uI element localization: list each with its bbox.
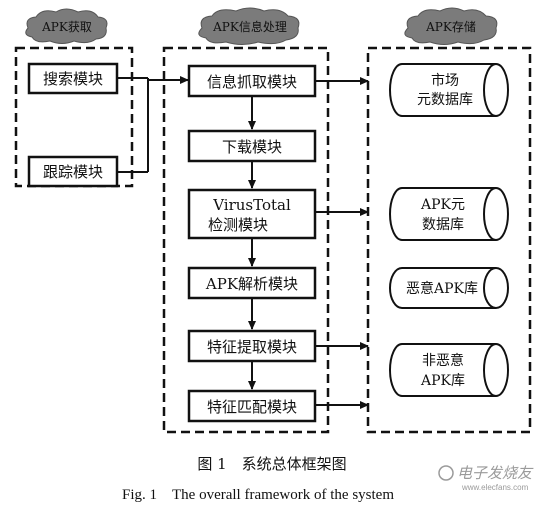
benign-apk-db: 非恶意 APK库: [389, 343, 509, 397]
feature-match-module-box: [187, 389, 317, 423]
virustotal-module-box: [187, 188, 317, 240]
watermark-url: www.elecfans.com: [461, 483, 529, 492]
process-cloud: APK信息处理: [198, 7, 300, 45]
market-metadata-db-label-line2: 元数据库: [417, 92, 473, 108]
storage-cloud: APK存储: [404, 7, 498, 45]
process-group-frame: [162, 46, 330, 434]
acquire-cloud: APK获取: [25, 8, 108, 44]
watermark: 电子发烧友 www.elecfans.com: [438, 464, 534, 492]
feature-extract-module-label: 特征提取模块: [207, 338, 297, 356]
info-extract-module-label: 信息抓取模块: [207, 73, 297, 91]
virustotal-module-label-line1: VirusTotal: [212, 196, 291, 214]
storage-group-label: APK存储: [425, 19, 476, 34]
track-module-label: 跟踪模块: [43, 163, 103, 181]
apk-metadata-db: APK元 数据库: [389, 187, 509, 241]
apk-metadata-db-label-line2: 数据库: [422, 217, 464, 233]
watermark-text: 电子发烧友: [457, 464, 534, 482]
benign-apk-db-label-line2: APK库: [420, 373, 465, 389]
virustotal-module-label-line2: 检测模块: [208, 216, 268, 234]
watermark-logo-icon: [438, 465, 454, 481]
acquire-connectors: [117, 76, 189, 173]
search-module-label: 搜索模块: [43, 70, 103, 88]
benign-apk-db-label-line1: 非恶意: [422, 352, 464, 369]
acquire-group-label: APK获取: [41, 20, 92, 34]
apk-metadata-db-label-line1: APK元: [420, 197, 465, 213]
process-group-label: APK信息处理: [212, 19, 287, 34]
storage-arrows: [315, 77, 369, 409]
malicious-apk-db-label: 恶意APK库: [406, 280, 478, 297]
figure-caption-chinese: 图 1 系统总体框架图: [197, 455, 346, 473]
feature-match-module-label: 特征匹配模块: [207, 398, 297, 416]
storage-group-frame: [366, 46, 532, 434]
malicious-apk-db: 恶意APK库: [389, 267, 509, 309]
figure-caption-english: Fig. 1 The overall framework of the syst…: [122, 487, 394, 503]
market-metadata-db-label-line1: 市场: [431, 72, 459, 89]
apk-parse-module-box: [187, 266, 317, 300]
apk-parse-module-label: APK解析模块: [205, 275, 298, 293]
download-module-label: 下载模块: [222, 138, 282, 156]
market-metadata-db: 市场 元数据库: [389, 63, 509, 117]
